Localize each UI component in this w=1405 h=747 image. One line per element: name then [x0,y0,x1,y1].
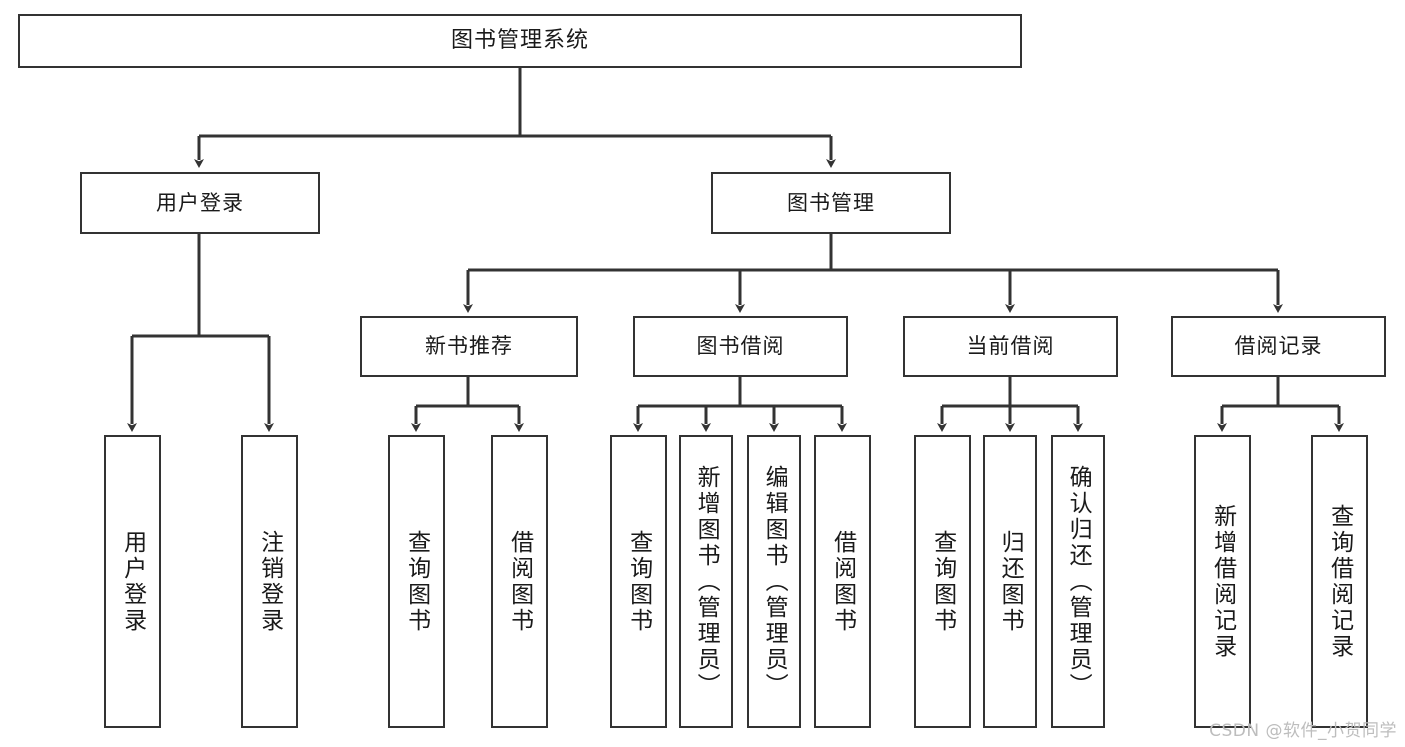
node-leaf-query-book-recommend[interactable]: 查询图书 [388,435,445,728]
node-leaf-return-book[interactable]: 归还图书 [983,435,1037,728]
node-label: 确认归还（管理员） [1065,464,1092,699]
node-label: 借阅图书 [506,529,533,634]
node-book-management[interactable]: 图书管理 [711,172,951,234]
node-label: 当前借阅 [966,334,1055,359]
node-leaf-borrow-book-recommend[interactable]: 借阅图书 [491,435,548,728]
node-label: 用户登录 [156,190,244,215]
node-leaf-user-login[interactable]: 用户登录 [104,435,161,728]
node-label: 编辑图书（管理员） [761,464,788,699]
node-label: 图书借阅 [696,334,785,359]
node-label: 新书推荐 [425,334,513,359]
node-leaf-query-book-current[interactable]: 查询图书 [914,435,971,728]
node-root-book-management-system[interactable]: 图书管理系统 [18,14,1022,68]
node-leaf-edit-book-admin[interactable]: 编辑图书（管理员） [747,435,801,728]
node-new-book-recommend[interactable]: 新书推荐 [360,316,578,377]
node-label: 图书管理系统 [450,28,589,54]
node-leaf-add-borrow-record[interactable]: 新增借阅记录 [1194,435,1251,728]
node-label: 新增借阅记录 [1209,503,1236,660]
node-leaf-logout[interactable]: 注销登录 [241,435,298,728]
node-leaf-query-borrow-record[interactable]: 查询借阅记录 [1311,435,1368,728]
node-leaf-query-book-borrow[interactable]: 查询图书 [610,435,667,728]
node-label: 注销登录 [256,529,283,634]
node-label: 图书管理 [787,190,875,215]
node-label: 用户登录 [119,529,146,634]
node-leaf-borrow-book[interactable]: 借阅图书 [814,435,871,728]
node-label: 查询图书 [929,529,956,634]
node-user-login[interactable]: 用户登录 [80,172,320,234]
node-label: 查询图书 [403,529,430,634]
node-borrow-record[interactable]: 借阅记录 [1171,316,1386,377]
node-book-borrow[interactable]: 图书借阅 [633,316,848,377]
node-label: 归还图书 [997,529,1024,634]
node-label: 新增图书（管理员） [693,464,720,699]
node-leaf-confirm-return-admin[interactable]: 确认归还（管理员） [1051,435,1105,728]
node-label: 查询借阅记录 [1326,503,1353,660]
node-label: 借阅记录 [1234,334,1323,359]
node-label: 借阅图书 [829,529,856,634]
watermark-text: CSDN @软件_小贺同学 [1209,721,1397,741]
node-leaf-add-book-admin[interactable]: 新增图书（管理员） [679,435,733,728]
node-current-borrow[interactable]: 当前借阅 [903,316,1118,377]
node-label: 查询图书 [625,529,652,634]
